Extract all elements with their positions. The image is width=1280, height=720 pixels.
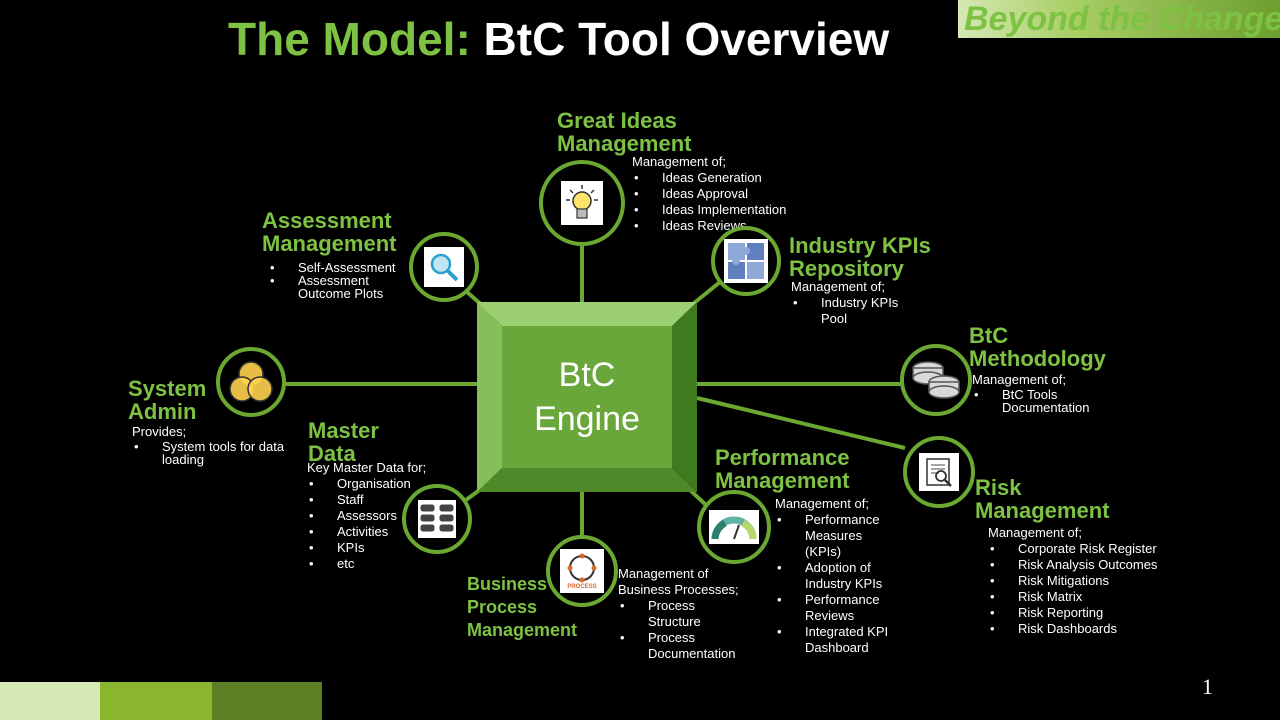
master-data-node: [402, 484, 472, 554]
industry-kpis-heading: Industry KPIs Repository: [789, 233, 931, 281]
list-item: Risk Matrix: [988, 589, 1157, 605]
engine-line-2: Engine: [534, 400, 640, 438]
list-item: Industry KPIs Pool: [791, 295, 921, 327]
list-item: Performance Reviews: [775, 592, 900, 624]
great-ideas-text: Management of; Ideas Generation Ideas Ap…: [632, 154, 786, 234]
brand-logo: Beyond the Change: [958, 0, 1280, 38]
list-item: Process Documentation: [618, 630, 748, 662]
magnifier-icon: [424, 247, 464, 287]
assessment-node: [409, 232, 479, 302]
risk-node: [903, 436, 975, 508]
list-item: Assessors: [307, 508, 426, 524]
engine-line-1: BtC: [558, 356, 616, 394]
document-search-icon: [919, 453, 959, 491]
footer-bar-light: [0, 682, 100, 720]
database-icon: [418, 500, 456, 538]
footer-bar-mid: [100, 682, 212, 720]
list-item: KPIs: [307, 540, 426, 556]
list-item: Assessment Outcome Plots: [268, 274, 408, 300]
performance-text: Management of; Performance Measures (KPI…: [775, 496, 900, 656]
venn-icon: [229, 361, 273, 402]
btc-methodology-text: Management of; BtC Tools Documentation: [972, 372, 1122, 414]
list-item: Adoption of Industry KPIs: [775, 560, 900, 592]
page-number: 1: [1202, 674, 1213, 699]
link-performance: [688, 488, 708, 507]
business-process-heading: Business Process Management: [467, 574, 578, 640]
puzzle-icon: [724, 239, 768, 283]
risk-heading: Risk Management: [975, 475, 1110, 523]
great-ideas-node: [539, 160, 625, 246]
performance-heading: Performance Management: [715, 445, 850, 493]
list-item: Risk Mitigations: [988, 573, 1157, 589]
link-risk: [696, 396, 906, 450]
list-item: Ideas Reviews: [632, 218, 786, 234]
list-item: Self-Assessment: [268, 261, 408, 274]
list-item: Organisation: [307, 476, 426, 492]
performance-node: [697, 490, 771, 564]
coins-icon: [912, 361, 960, 399]
list-item: etc: [307, 556, 426, 572]
footer-bar-dark: [212, 682, 322, 720]
list-item: Performance Measures (KPIs): [775, 512, 900, 560]
list-item: Risk Analysis Outcomes: [988, 557, 1157, 573]
risk-text: Management of; Corporate Risk Register R…: [988, 525, 1157, 637]
title-main: BtC Tool Overview: [483, 13, 890, 65]
engine-frame: [477, 302, 697, 492]
system-admin-heading: System Admin: [128, 376, 207, 424]
list-item: Activities: [307, 524, 426, 540]
btc-engine: BtC Engine: [502, 326, 672, 468]
btc-methodology-heading: BtC Methodology: [969, 323, 1106, 371]
gauge-icon: [709, 510, 759, 544]
master-data-text: Key Master Data for; Organisation Staff …: [307, 460, 426, 572]
process-label: PROCESS: [567, 583, 597, 590]
list-item: BtC Tools Documentation: [972, 388, 1122, 414]
list-item: Process Structure: [618, 598, 748, 630]
title-prefix: The Model:: [228, 13, 471, 65]
page-title: The Model: BtC Tool Overview: [228, 12, 889, 66]
list-item: Staff: [307, 492, 426, 508]
system-admin-text: Provides; System tools for data loading: [132, 424, 297, 466]
btc-methodology-node: [900, 344, 972, 416]
list-item: Ideas Generation: [632, 170, 786, 186]
list-item: System tools for data loading: [132, 440, 297, 466]
list-item: Ideas Approval: [632, 186, 786, 202]
business-process-node: PROCESS: [546, 535, 618, 607]
process-cycle-icon: PROCESS: [560, 549, 604, 593]
master-data-heading: Master Data: [308, 418, 379, 466]
assessment-heading: Assessment Management: [262, 208, 397, 256]
system-admin-node: [216, 347, 286, 417]
list-item: Risk Dashboards: [988, 621, 1157, 637]
assessment-text: Self-Assessment Assessment Outcome Plots: [268, 261, 408, 300]
list-item: Ideas Implementation: [632, 202, 786, 218]
list-item: Corporate Risk Register: [988, 541, 1157, 557]
lightbulb-icon: [561, 181, 603, 225]
business-process-text: Management of Business Processes; Proces…: [618, 566, 748, 662]
list-item: Integrated KPI Dashboard: [775, 624, 900, 656]
industry-kpis-node: [711, 226, 781, 296]
great-ideas-heading: Great Ideas Management: [557, 108, 692, 156]
industry-kpis-text: Management of; Industry KPIs Pool: [791, 279, 921, 327]
list-item: Risk Reporting: [988, 605, 1157, 621]
